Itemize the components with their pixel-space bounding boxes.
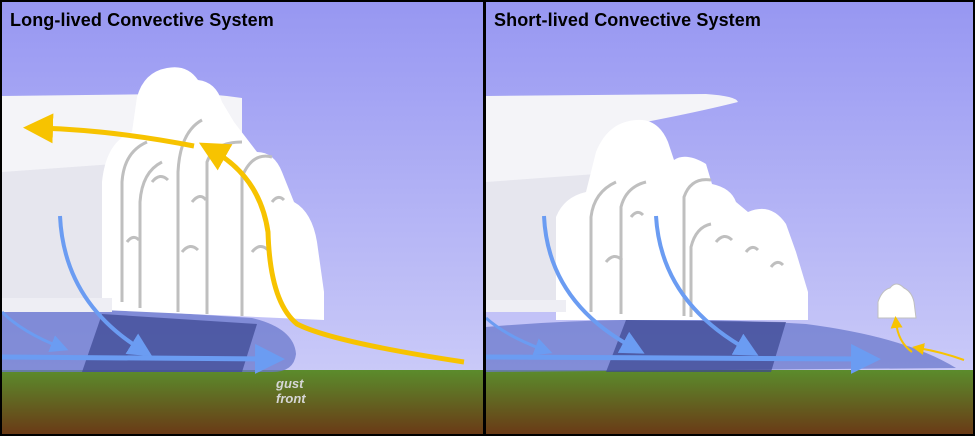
short-lived-illustration [486,2,973,434]
gust-front-label-line-1: gust [276,376,304,391]
gust-front-label-line-2: front [276,391,306,406]
small-inflow-arrow [912,343,965,361]
small-updraft-arrow [890,316,913,353]
cloud-outlines [589,178,785,317]
new-small-cell [877,283,917,319]
convective-towers [486,119,808,320]
downdraft-arrow-2 [654,215,759,356]
long-lived-panel: Long-lived Convective System gust front [2,2,483,434]
ground [486,370,973,434]
short-lived-panel: Short-lived Convective System [486,2,973,434]
surface-outflow-arrow [2,343,285,374]
outflow-anvil-arrow [23,113,195,149]
downdraft-arrow-3 [486,316,553,356]
gust-front-label: gust front [276,376,306,406]
surface-outflow-arrow [486,343,881,374]
downdraft-arrow-1 [542,215,645,354]
inflow-updraft-arrow [198,142,465,365]
downdraft-arrow-1 [58,215,153,357]
ground [2,370,483,434]
panel-title-short-lived: Short-lived Convective System [494,10,761,30]
downdraft-arrow-2 [2,310,69,353]
panel-title-long-lived: Long-lived Convective System [10,10,274,30]
long-lived-illustration [2,2,483,434]
